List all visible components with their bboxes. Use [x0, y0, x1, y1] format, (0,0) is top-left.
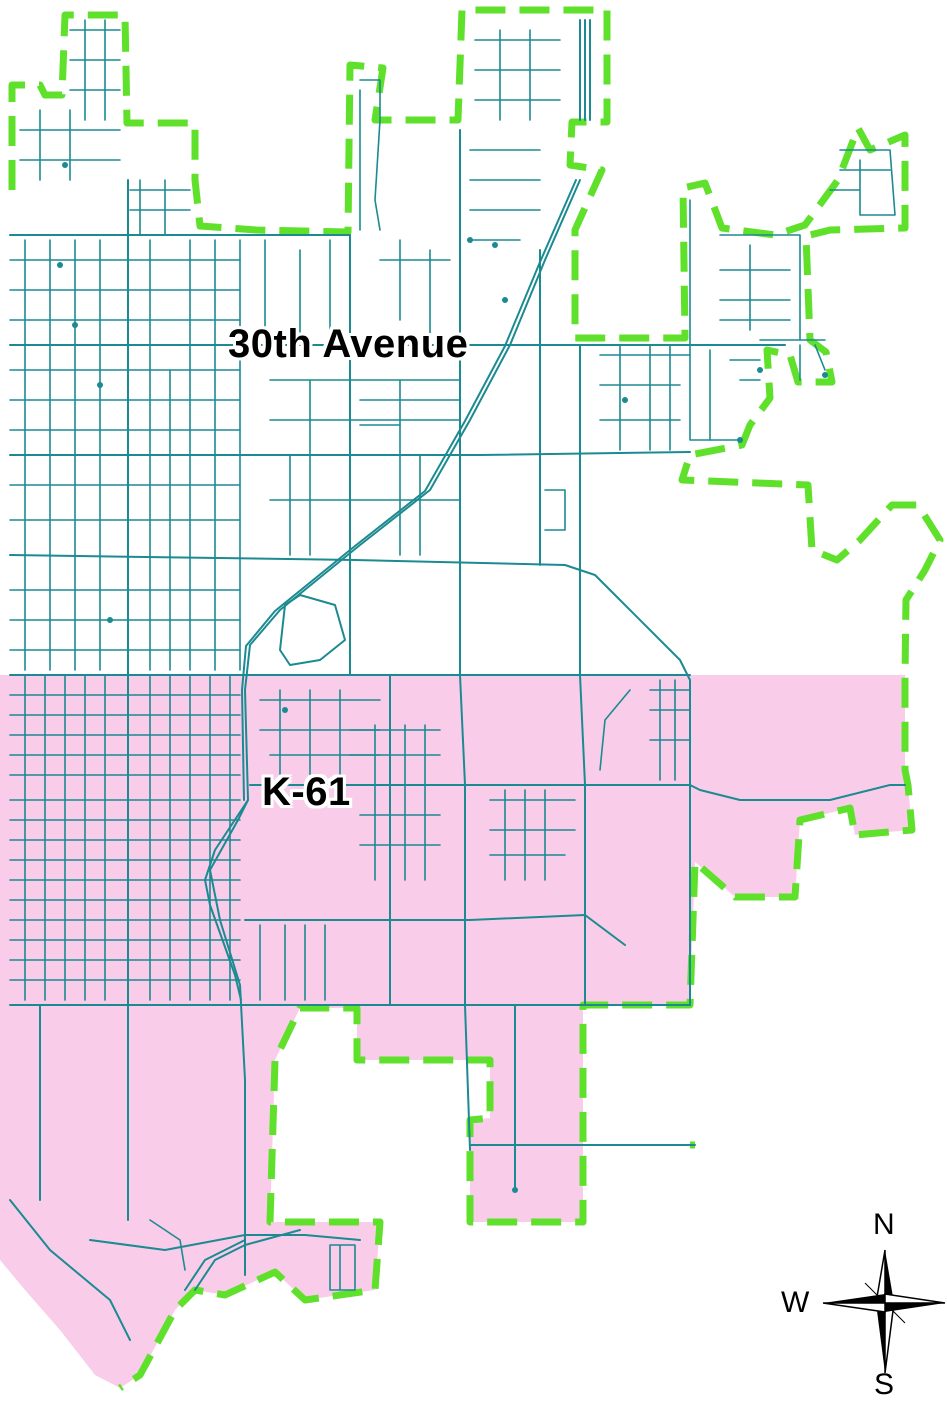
major-streets	[9, 19, 906, 1341]
compass-rose: N W S	[775, 1208, 947, 1401]
cul-de-sac-markers	[57, 162, 828, 1193]
compass-north-label: N	[873, 1208, 895, 1241]
compass-south-label: S	[874, 1368, 895, 1401]
label-30th-avenue: 30th Avenue	[228, 322, 469, 366]
highlight-zone	[0, 675, 912, 1388]
label-k61: K-61	[262, 770, 351, 814]
street-grid-northwest	[9, 19, 561, 671]
compass-west-label: W	[781, 1286, 810, 1319]
street-grid-northeast	[544, 149, 896, 531]
compass-star-icon	[822, 1249, 946, 1374]
street-grid-central	[9, 674, 691, 1291]
